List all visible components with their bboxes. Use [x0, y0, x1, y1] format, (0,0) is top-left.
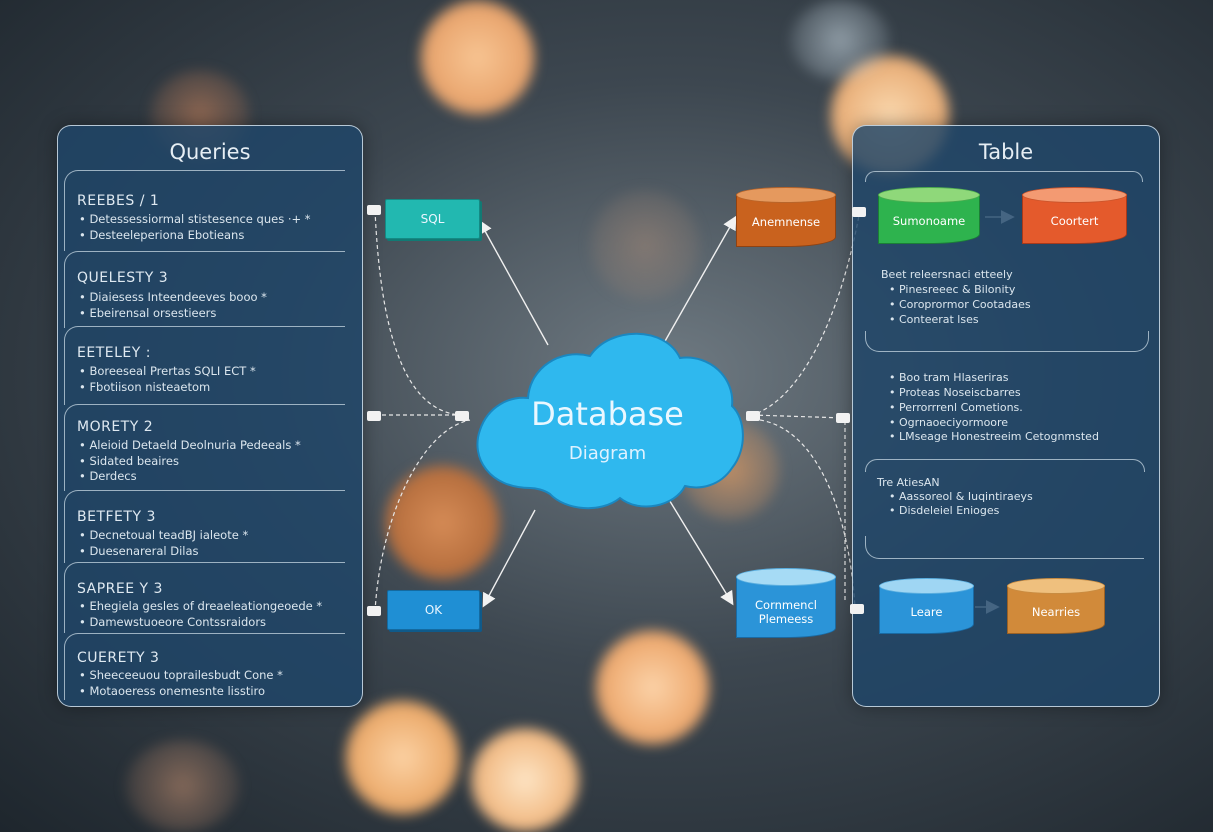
- connector-node: [367, 606, 381, 616]
- section-item-text: LMseage Honestreeim Cetognmsted: [899, 430, 1099, 443]
- connector-node: [367, 411, 381, 421]
- table-title: Table: [978, 140, 1034, 164]
- query-line: • Aleioid Detaeld Deolnuria Pedeeals *: [79, 438, 301, 452]
- ok-box[interactable]: OK: [387, 590, 480, 630]
- query-line: • Motaoeress onemesnte lisstiro: [79, 684, 266, 698]
- query-heading: MORETY 2: [77, 419, 154, 435]
- query-heading: REEBES / 1: [77, 193, 160, 209]
- bokeh-light: [420, 0, 535, 115]
- query-group[interactable]: QUELESTY 3 • Diaiesess Inteendeeves booo…: [64, 251, 345, 328]
- bokeh-light: [125, 740, 240, 832]
- section-divider: [865, 459, 1145, 472]
- section-item: • Coroprormor Cootadaes: [889, 298, 1031, 311]
- section-item-text: Coroprormor Cootadaes: [899, 298, 1031, 311]
- section-heading: Tre AtiesAN: [877, 476, 940, 489]
- cylinder-label: Sumonoame: [892, 214, 966, 228]
- bokeh-light: [790, 0, 890, 80]
- query-group[interactable]: MORETY 2 • Aleioid Detaeld Deolnuria Ped…: [64, 404, 345, 491]
- cylinder-label: Coortert: [1050, 214, 1099, 228]
- sql-box[interactable]: SQL: [385, 199, 480, 239]
- queries-title: Queries: [169, 140, 251, 164]
- cylinder-label: Nearries: [1031, 605, 1081, 619]
- section-divider: [865, 536, 1144, 559]
- section-item: • Aassoreol & Iuqintiraeys: [889, 490, 1033, 503]
- section-item-text: Disdeleiel Enioges: [899, 504, 1000, 517]
- query-heading: EETELEY :: [77, 345, 151, 361]
- query-line: • Decnetoual teadBJ ialeote *: [79, 528, 249, 542]
- query-line: • Diaiesess Inteendeeves booo *: [79, 290, 267, 304]
- cloud-title: Database: [531, 395, 684, 433]
- bokeh-light: [590, 190, 700, 300]
- section-item: • Boo tram Hlaseriras: [889, 371, 1009, 384]
- query-heading: BETFETY 3: [77, 509, 156, 525]
- query-line: • Detessessiormal stistesence ques ·+ *: [79, 212, 311, 226]
- section-item-text: Ogrnaoeciyormoore: [899, 416, 1009, 429]
- section-item: • Disdeleiel Enioges: [889, 504, 1000, 517]
- section-item: • Perrorrrenl Cometions.: [889, 401, 1023, 414]
- green-table-cylinder[interactable]: Sumonoame: [878, 187, 980, 244]
- section-item: • Ogrnaoeciyormoore: [889, 416, 1009, 429]
- query-line: • Ehegiela gesles of dreaeleationgeoede …: [79, 599, 323, 613]
- bokeh-light: [595, 630, 710, 745]
- section-item-text: Perrorrrenl Cometions.: [899, 401, 1023, 414]
- connector-node: [836, 413, 850, 423]
- command-cylinder[interactable]: Cornmencl Plemeess: [736, 568, 836, 638]
- connector-node: [850, 604, 864, 614]
- connector-node: [746, 411, 760, 421]
- section-item: • Conteerat lses: [889, 313, 979, 326]
- bokeh-light: [470, 728, 580, 832]
- section-divider: [865, 171, 1143, 182]
- bokeh-light: [345, 700, 460, 815]
- query-heading: SAPREE Y 3: [77, 581, 163, 597]
- gold-table-cylinder[interactable]: Nearries: [1007, 578, 1105, 634]
- section-item: • LMseage Honestreeim Cetognmsted: [889, 430, 1099, 443]
- connector-node: [367, 205, 381, 215]
- query-line: • Boreeseal Prertas SQLI ECT *: [79, 364, 256, 378]
- section-item-text: Boo tram Hlaseriras: [899, 371, 1009, 384]
- query-group[interactable]: SAPREE Y 3 • Ehegiela gesles of dreaelea…: [64, 562, 345, 633]
- bokeh-light: [385, 465, 500, 580]
- blue-table-cylinder[interactable]: Leare: [879, 578, 974, 634]
- red-table-cylinder[interactable]: Coortert: [1022, 187, 1127, 244]
- query-line: • Damewstuoeore Contssraidors: [79, 615, 267, 629]
- cloud-subtitle: Diagram: [568, 443, 647, 464]
- query-group[interactable]: CUERETY 3 • Sheeceeuou toprailesbudt Con…: [64, 633, 345, 700]
- section-divider: [865, 331, 1149, 352]
- cylinder-label: Leare: [910, 605, 943, 619]
- query-group[interactable]: EETELEY : • Boreeseal Prertas SQLI ECT *…: [64, 326, 345, 405]
- orange-table-cylinder[interactable]: Anemnense: [736, 187, 836, 247]
- section-item-text: Aassoreol & Iuqintiraeys: [899, 490, 1033, 503]
- query-heading: CUERETY 3: [77, 650, 160, 666]
- cylinder-label: Anemnense: [751, 215, 821, 229]
- connector-node: [852, 207, 866, 217]
- query-group[interactable]: REEBES / 1 • Detessessiormal stistesence…: [64, 170, 345, 251]
- section-item-text: Pinesreeec & Bilonity: [899, 283, 1016, 296]
- section-item-text: Conteerat lses: [899, 313, 979, 326]
- query-line: • Duesenareral Dilas: [79, 544, 199, 558]
- section-item: • Pinesreeec & Bilonity: [889, 283, 1016, 296]
- query-line: • Fbotiison nisteaetom: [79, 380, 211, 394]
- section-heading: Beet releersnaci etteely: [881, 268, 1013, 281]
- section-item-text: Proteas Noseiscbarres: [899, 386, 1021, 399]
- database-cloud[interactable]: [470, 318, 750, 518]
- query-line: • Sidated beaires: [79, 454, 179, 468]
- cloud-shape: [476, 332, 744, 510]
- query-line: • Sheeceeuou toprailesbudt Cone *: [79, 668, 283, 682]
- query-group[interactable]: BETFETY 3 • Decnetoual teadBJ ialeote * …: [64, 490, 345, 563]
- query-heading: QUELESTY 3: [77, 270, 169, 286]
- query-line: • Derdecs: [79, 469, 137, 483]
- cylinder-label: Plemeess: [758, 612, 814, 626]
- query-line: • Ebeirensal orsestieers: [79, 306, 217, 320]
- query-line: • Desteeleperiona Ebotieans: [79, 228, 245, 242]
- cylinder-label: Cornmencl: [755, 598, 817, 612]
- connector-node: [455, 411, 469, 421]
- queries-panel: Queries REEBES / 1 • Detessessiormal sti…: [57, 125, 363, 707]
- section-item: • Proteas Noseiscbarres: [889, 386, 1021, 399]
